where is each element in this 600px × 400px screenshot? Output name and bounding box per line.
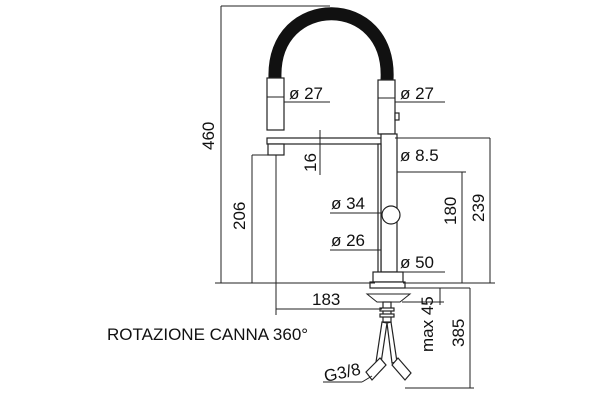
left-tip <box>267 143 285 156</box>
dim-right-height: 239 <box>469 194 488 222</box>
dim-max-deck: max 45 <box>418 296 437 352</box>
hose-right <box>386 321 398 364</box>
dim-spout-height: 206 <box>230 202 249 230</box>
hose-left <box>375 321 388 364</box>
dim-left-diameter: ø 27 <box>289 84 323 103</box>
dim-thin-pipe: ø 8.5 <box>400 146 439 165</box>
dim-pipe-offset: 16 <box>301 153 320 172</box>
rotation-caption: ROTAZIONE CANNA 360° <box>107 325 308 344</box>
deck-plate <box>365 293 412 303</box>
faucet-outline <box>266 7 412 381</box>
dim-right-diameter: ø 27 <box>400 84 434 103</box>
dim-reach: 183 <box>312 290 340 309</box>
dim-below-deck: 385 <box>449 319 468 347</box>
thin-pipe <box>377 143 382 277</box>
connecting-bar <box>266 137 396 145</box>
fixing-rod <box>382 301 392 323</box>
dim-base: ø 50 <box>400 253 434 272</box>
dim-handle: ø 34 <box>331 194 365 213</box>
flexible-hose <box>268 7 394 81</box>
connector-right <box>391 357 412 381</box>
right-sleeve <box>377 79 396 135</box>
connector-left <box>365 357 387 381</box>
main-column <box>380 133 398 273</box>
dim-upper-height: 180 <box>441 197 460 225</box>
dimension-lines <box>215 5 495 389</box>
handle-knob <box>381 205 401 225</box>
base-collar <box>372 271 404 283</box>
dim-total-height: 460 <box>199 122 218 150</box>
left-sleeve <box>266 77 285 131</box>
dim-body: ø 26 <box>331 231 365 250</box>
